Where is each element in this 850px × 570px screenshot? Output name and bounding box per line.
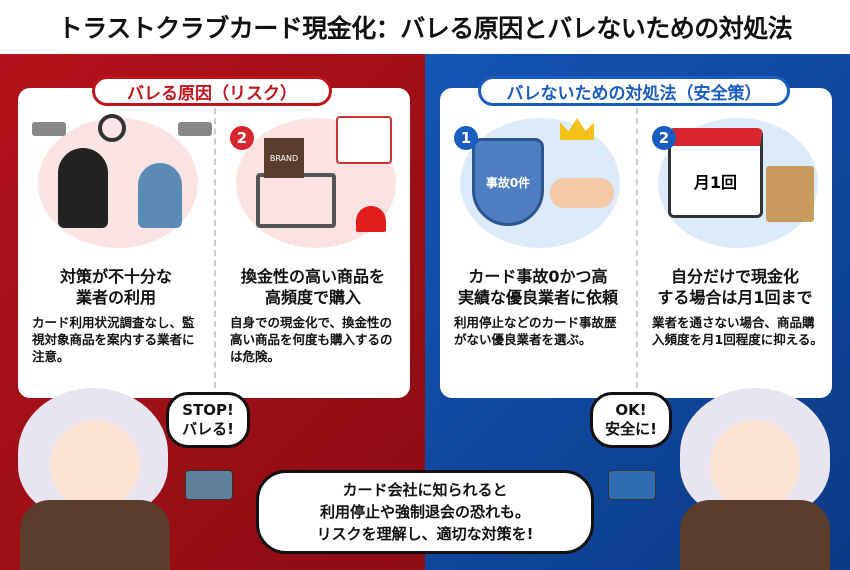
safety-item-text: 利用停止などのカード事故歴がない優良業者を選ぶ。 (454, 315, 617, 347)
item-number-badge: 1 (454, 126, 478, 150)
safety-header: バレないための対処法（安全策） (478, 76, 790, 106)
brand-bag-icon: BRAND (264, 138, 304, 178)
worried-character-face (50, 420, 140, 510)
stop-bubble: STOP! バレる! (166, 392, 250, 448)
risk-card: 対策が不十分な 業者の利用 カード利用状況調査なし、監視対象商品を案内する業者に… (18, 88, 410, 398)
safety-item-heading: 自分だけで現金化 する場合は月1回まで (657, 267, 813, 307)
page-title: トラストクラブカード現金化：バレる原因とバレないための対処法 (0, 0, 850, 54)
risk-item-heading: 換金性の高い商品を 高頻度で購入 (240, 267, 385, 307)
shopping-bag-icon (766, 166, 814, 222)
hooded-figure-icon (58, 148, 108, 228)
camera-icon (32, 122, 66, 136)
calendar-icon (336, 116, 392, 164)
cart-illustration: BRAND (236, 116, 396, 248)
calendar-illustration: 月1回 (658, 118, 818, 248)
safety-item-1: 事故0件 1 カード事故0かつ高 実績な優良業者に依頼 利用停止などのカード事故… (440, 88, 636, 398)
risk-item-text: 自身での現金化で、換金性の高い商品を何度も購入するのは危険。 (230, 315, 393, 364)
safety-item-text: 業者を通さない場合、商品購入頻度を月1回程度に抑える。 (652, 315, 823, 347)
risk-item-heading: 対策が不十分な 業者の利用 (59, 267, 172, 307)
risk-item-1: 対策が不十分な 業者の利用 カード利用状況調査なし、監視対象商品を案内する業者に… (18, 88, 214, 398)
safety-item-heading: カード事故0かつ高 実績な優良業者に依頼 (457, 267, 618, 307)
item-number-badge: 2 (230, 126, 254, 150)
safety-card: 事故0件 1 カード事故0かつ高 実績な優良業者に依頼 利用停止などのカード事故… (440, 88, 832, 398)
shopping-cart-icon (256, 173, 336, 228)
magnifier-icon (98, 114, 126, 142)
shield-icon: 事故0件 (472, 138, 544, 226)
broken-card-icon (185, 470, 233, 500)
crown-icon (560, 118, 594, 140)
shield-illustration: 事故0件 (460, 118, 620, 248)
item-number-badge: 2 (652, 126, 676, 150)
handshake-icon (550, 178, 614, 208)
camera-icon (178, 122, 212, 136)
calendar-icon: 月1回 (668, 128, 763, 218)
smiling-character-face (710, 420, 800, 510)
smiling-character-body (680, 500, 830, 570)
safety-item-2: 月1回 2 自分だけで現金化 する場合は月1回まで 業者を通さない場合、商品購入… (636, 88, 832, 398)
alarm-light-icon (356, 206, 386, 232)
customer-icon (138, 163, 182, 228)
risk-item-text: カード利用状況調査なし、監視対象商品を案内する業者に注意。 (32, 315, 195, 364)
risk-item-2: BRAND 2 換金性の高い商品を 高頻度で購入 自身での現金化で、換金性の高い… (214, 88, 410, 398)
worried-character-body (20, 500, 170, 570)
warning-bubble: カード会社に知られると 利用停止や強制退会の恐れも。 リスクを理解し、適切な対策… (256, 470, 594, 554)
credit-card-icon (608, 470, 656, 500)
hooded-dealer-illustration (32, 114, 212, 248)
risk-header: バレる原因（リスク） (92, 76, 332, 106)
ok-bubble: OK! 安全に! (590, 392, 672, 448)
